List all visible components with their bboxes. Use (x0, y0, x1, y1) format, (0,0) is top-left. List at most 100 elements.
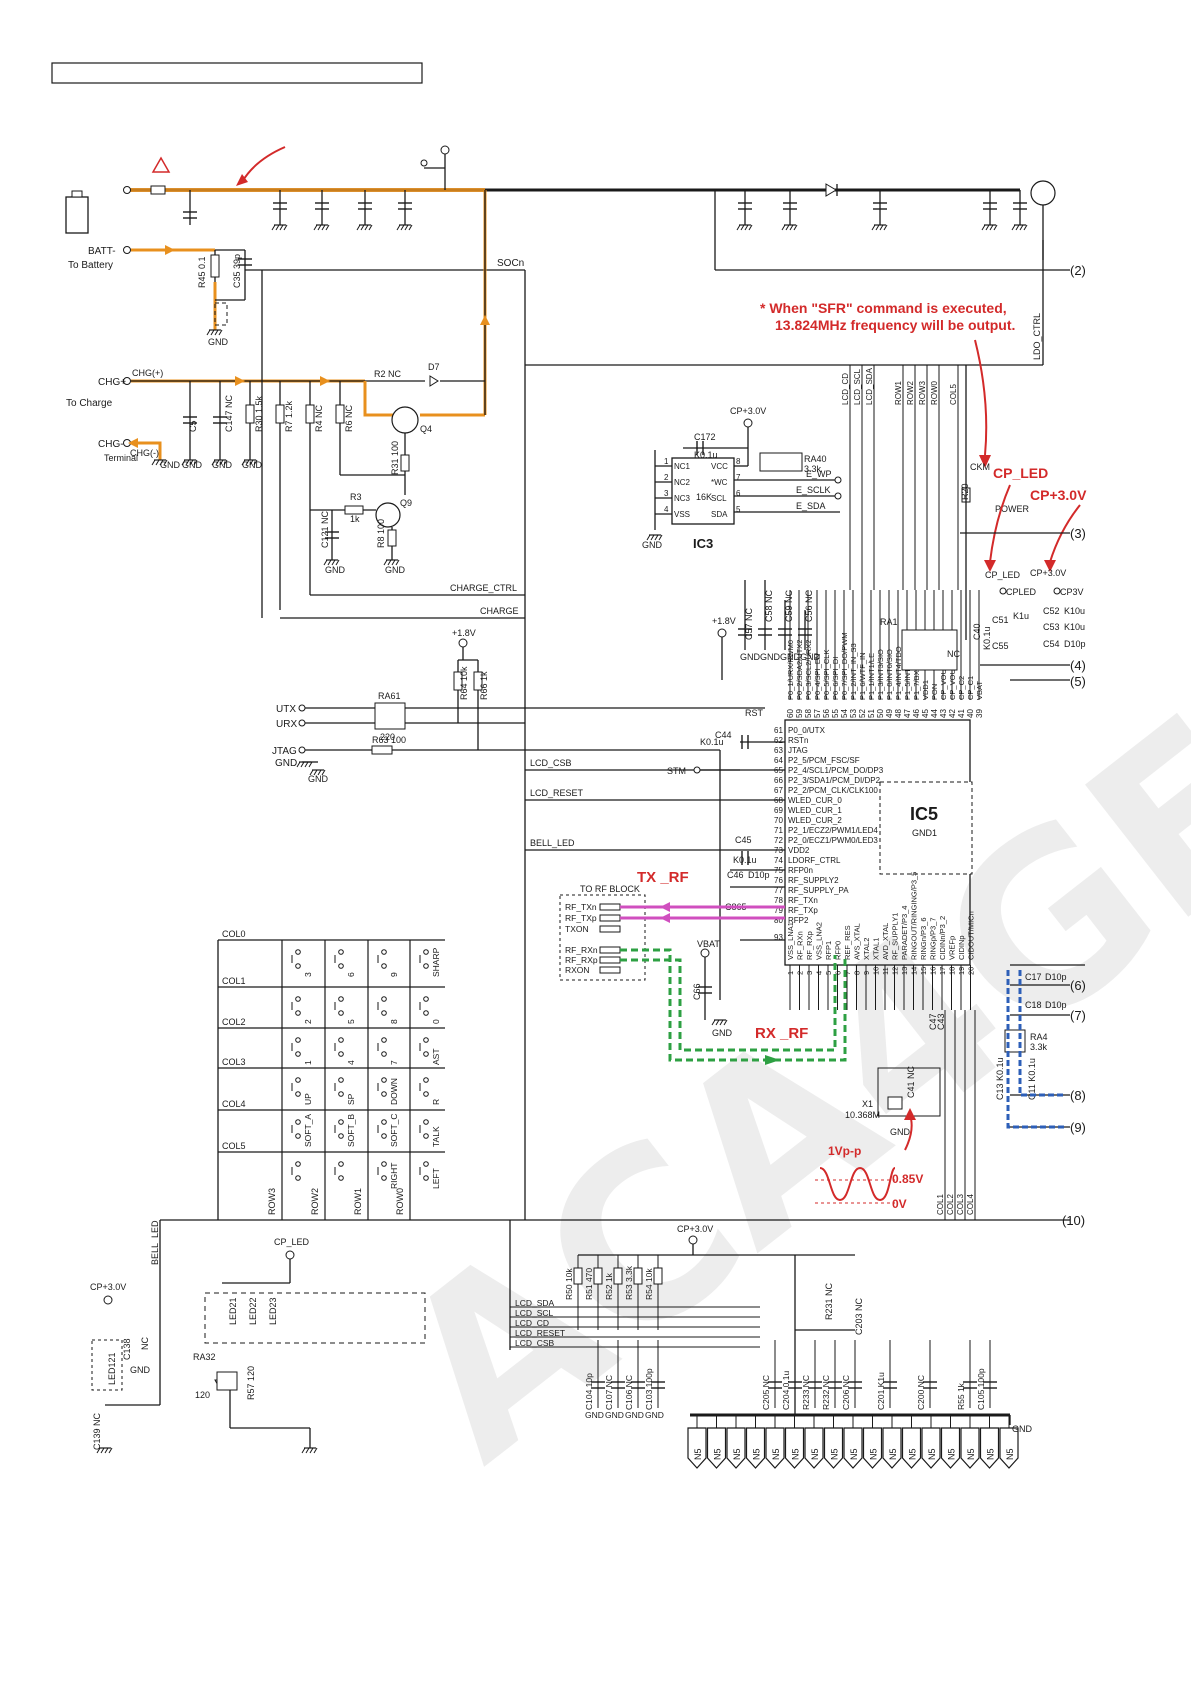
keypad-switch (334, 1161, 344, 1181)
bus-label: LCD_CD (841, 373, 850, 405)
c54-value: D10p (1064, 639, 1086, 649)
to-battery-label: To Battery (68, 260, 113, 271)
ic5-top-pin-num: 55 (831, 709, 840, 718)
x1-label: X1 (862, 1099, 873, 1109)
rf-pin-label: RF_RXn (565, 945, 598, 955)
charge-label: CHARGE (480, 606, 519, 616)
ic5-bottom-pin-name: PARADET/P3_4 (900, 906, 909, 960)
c200-label: C200 NC (916, 1375, 926, 1410)
keypad-key-label: 1 (303, 1060, 313, 1065)
d7-label: D7 (428, 362, 440, 372)
keypad-switch (377, 1119, 387, 1139)
right-region: LDO_CTRL CKM CP_LED CP+3.0V POWER (3) CP… (960, 313, 1087, 689)
ic5-pin-name: RF_SUPPLY_PA (788, 886, 849, 895)
ic5-top-pin-num: 39 (975, 709, 984, 718)
x1-value: 10.368M (845, 1110, 880, 1120)
lcd-signal-label: LCD_SDA (515, 1298, 555, 1308)
connector-pin-label: N5 (791, 1448, 801, 1460)
ic5-bottom-pin-num: 1 (786, 971, 795, 975)
ic5-bottom-pin-num: 19 (957, 967, 966, 975)
rf-pin-connector (599, 925, 621, 933)
ic5-bottom-pin-num: 5 (824, 971, 833, 975)
lcd-signal-label: LCD_CSB (515, 1338, 555, 1348)
nc-ra1: NC (947, 649, 960, 659)
cp3v-pin: CP3V (1060, 587, 1084, 597)
connector-pin-label: N5 (752, 1448, 762, 1460)
c172-value: K0.1u (694, 450, 718, 460)
connector-pin-label: N5 (693, 1448, 703, 1460)
ic3-pin-num: 7 (736, 473, 741, 482)
gnd-c104: GND (585, 1410, 604, 1420)
ra40-label: RA40 (804, 454, 827, 464)
ic5-pin-name: P2_0/ECZ1/PWM0/LED3 (788, 836, 878, 845)
ic5-top-pin-name: P1_7/BXTAL (912, 657, 921, 700)
stm-label: STM (667, 766, 686, 776)
c18-value: D10p (1045, 1000, 1067, 1010)
ic5-pin-num: 80 (774, 916, 783, 925)
keypad-key-label: SOFT_A (303, 1114, 313, 1147)
r233-label: R233 NC (801, 1375, 811, 1410)
ic5-bottom-pin-num: 4 (815, 971, 824, 975)
ic5-bottom-pin-name: AVD_XTAL (881, 923, 890, 960)
ic5-bottom-pin-name: REF_RES (843, 925, 852, 960)
ic5-pin-name: VDD2 (788, 846, 810, 855)
connector-pin (706, 1427, 727, 1469)
r66-label: R66 1k (479, 671, 489, 700)
connector-pin-label: N5 (810, 1448, 820, 1460)
batt-minus-label: BATT- (88, 246, 116, 257)
gnd-debug: GND (275, 758, 297, 769)
ic5-bottom-pin-name: RINGp/P3_7 (929, 917, 938, 960)
ic5-top-pin-num: 53 (849, 709, 858, 718)
ic5-pin-num: 61 (774, 726, 783, 735)
bell-led-net: BELL_LED (530, 838, 575, 848)
ic3-pin-name: SDA (711, 510, 728, 519)
sfr-arrow (974, 339, 988, 456)
nc-c138: NC (140, 1337, 150, 1350)
charge-ctrl-label: CHARGE_CTRL (450, 583, 517, 593)
chg-minus-label: CHG- (98, 439, 124, 450)
keypad-switch (334, 996, 344, 1016)
c56-label: C56 NC (804, 589, 814, 622)
keypad-row-label: ROW3 (267, 1188, 277, 1215)
connector-pin-label: N5 (927, 1448, 937, 1460)
c5-label: C5 (188, 420, 198, 432)
ic3-vcc-label: CP+3.0V (730, 406, 766, 416)
keypad-key-label: SOFT_B (346, 1114, 356, 1147)
keypad-switch (334, 1119, 344, 1139)
rf-pin-label: RXON (565, 965, 590, 975)
ic3-pin-name: SCL (711, 494, 727, 503)
ic5-bottom-pin-num: 9 (862, 971, 871, 975)
ic3-pin-name: NC3 (674, 494, 691, 503)
ic5-top-pin-num: 47 (903, 709, 912, 718)
rf-block: TO RF BLOCK TX _RF RX _RF RF_TXnRF_TXpTX… (559, 869, 847, 1065)
led121-label: LED121 (107, 1352, 117, 1385)
c59-label: C59 NC (784, 589, 794, 622)
r3-label: R3 (350, 492, 362, 502)
ic5-top-pin-num: 54 (840, 709, 849, 718)
c45-label: C45 (735, 835, 752, 845)
gnd-label: GND (208, 337, 229, 347)
c55-label: C55 (992, 641, 1009, 651)
waveform (819, 1166, 896, 1202)
tx-rf-label: TX _RF (637, 869, 689, 886)
c52-label: C52 (1043, 606, 1060, 616)
r53-label: R53 3.3k (624, 1265, 634, 1300)
lcd-signal-label: LCD_CD (515, 1318, 549, 1328)
ic5-bottom-pin-name: RINGn/P3_6 (919, 917, 928, 960)
c51-label: C51 (992, 615, 1009, 625)
r52-label: R52 1k (604, 1272, 614, 1300)
utx-label: UTX (276, 704, 296, 715)
c41-label: C41 NC (906, 1065, 916, 1098)
c40-label: C40 (972, 623, 982, 640)
ic5-pin-name: P2_1/ECZ2/PWM1/LED4 (788, 826, 878, 835)
bus-label: LCD_SDA (865, 367, 874, 405)
keypad-key-label: 8 (389, 1019, 399, 1024)
connector-pin (745, 1427, 766, 1469)
ic5-pin-name: P2_4/SCL1/PCM_DO/DP3 (788, 766, 884, 775)
ic5-bottom-pin-name: VSS_LNA1 (786, 922, 795, 960)
ic5-bottom-pin-name: CIDINp (957, 935, 966, 960)
ic5-bottom-pin-num: 8 (853, 971, 862, 975)
